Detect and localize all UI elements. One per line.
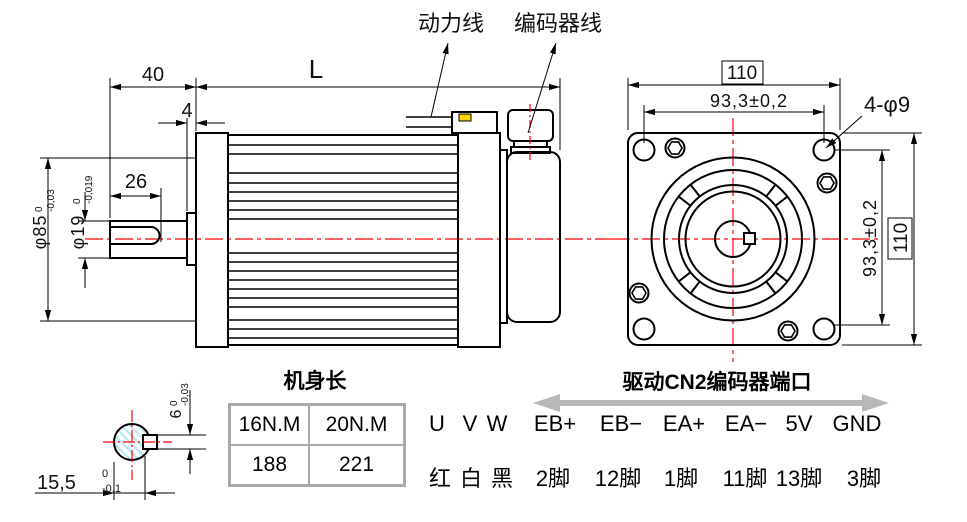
body-length-table: 16N.M 20N.M 188 221 bbox=[228, 403, 406, 487]
dim-text-26: 26 bbox=[125, 171, 147, 193]
signal-eb-minus: EB− bbox=[599, 411, 643, 436]
svg-text:φ19: φ19 bbox=[68, 215, 88, 250]
svg-text:0: 0 bbox=[102, 468, 108, 480]
dim-text-40: 40 bbox=[142, 64, 164, 86]
pin-white: 白 bbox=[459, 466, 483, 491]
motor-cooling-fins bbox=[228, 144, 458, 339]
svg-text:-0,03: -0,03 bbox=[180, 383, 191, 406]
signal-5v: 5V bbox=[785, 411, 813, 436]
rear-junction-ring bbox=[499, 149, 508, 324]
pin-2: 2脚 bbox=[535, 466, 571, 491]
svg-text:6: 6 bbox=[168, 409, 185, 418]
dim-text-155: 15,5 0 -0,1 bbox=[37, 468, 121, 495]
svg-text:-0,019: -0,019 bbox=[84, 175, 95, 204]
dim-text-110-top: 110 bbox=[727, 63, 757, 84]
power-line-label: 动力线 bbox=[418, 11, 484, 36]
svg-text:0: 0 bbox=[34, 206, 45, 212]
signal-eb-plus: EB+ bbox=[533, 411, 577, 436]
dim-text-4: 4 bbox=[181, 100, 192, 122]
dim-text-key6: 6 0 -0,03 bbox=[168, 383, 191, 419]
side-view: 动力线 编码器线 φ85 0 -0,03 φ19 0 -0,019 40 L bbox=[30, 11, 612, 348]
shaft-section-detail: 6 0 -0,03 15,5 0 -0,1 bbox=[35, 383, 206, 500]
body-length-table-title: 机身长 bbox=[283, 370, 347, 393]
signal-v: V bbox=[462, 411, 478, 436]
table-value-20nm: 221 bbox=[309, 445, 404, 485]
svg-text:15,5: 15,5 bbox=[37, 472, 76, 494]
table-value-16nm: 188 bbox=[230, 445, 309, 485]
table-header-20nm: 20N.M bbox=[309, 405, 404, 445]
svg-text:0: 0 bbox=[72, 198, 83, 204]
svg-text:93,3±0,2: 93,3±0,2 bbox=[860, 199, 880, 277]
dim-box-110-top bbox=[721, 60, 764, 85]
mounting-holes bbox=[632, 138, 836, 341]
svg-text:0: 0 bbox=[169, 400, 180, 406]
signal-gnd: GND bbox=[832, 411, 882, 436]
pin-11: 11脚 bbox=[722, 466, 768, 491]
power-line-leader bbox=[430, 42, 449, 118]
table-header-16nm: 16N.M bbox=[230, 405, 309, 445]
dim-text-dia85: φ85 0 -0,03 bbox=[30, 189, 57, 250]
holes-leader bbox=[825, 115, 863, 149]
dim-text-L: L bbox=[309, 54, 323, 84]
cn2-port-arrow bbox=[533, 394, 889, 412]
pin-3: 3脚 bbox=[846, 466, 882, 491]
svg-text:-0,03: -0,03 bbox=[46, 189, 57, 212]
signal-w: W bbox=[486, 411, 508, 436]
motor-body bbox=[227, 134, 459, 346]
cn2-port-title: 驱动CN2编码器端口 bbox=[622, 371, 812, 394]
signal-u: U bbox=[429, 411, 445, 436]
rear-housing bbox=[457, 132, 501, 348]
dim-text-110-right: 110 bbox=[891, 223, 912, 253]
encoder-line-label: 编码器线 bbox=[514, 11, 602, 36]
power-connector bbox=[451, 111, 498, 134]
signal-ea-minus: EA− bbox=[724, 411, 768, 436]
power-connector-mark bbox=[458, 113, 472, 122]
flange-outline bbox=[627, 132, 841, 346]
dim-text-933-top: 93,3±0,2 bbox=[710, 91, 788, 111]
shaft-key-front bbox=[743, 232, 756, 245]
flange-spokes bbox=[677, 183, 789, 295]
front-view: 110 93,3±0,2 4-φ9 93,3±0,2 110 bbox=[612, 60, 922, 362]
svg-text:φ85: φ85 bbox=[30, 215, 50, 250]
pilot-circles bbox=[650, 156, 816, 322]
front-flange bbox=[195, 132, 229, 348]
encoder-line-leader bbox=[527, 42, 557, 134]
pin-black: 黑 bbox=[490, 466, 514, 491]
svg-text:-0,1: -0,1 bbox=[102, 483, 121, 495]
dim-box-110-right bbox=[887, 217, 913, 260]
signal-ea-plus: EA+ bbox=[662, 411, 706, 436]
arrow-left-head bbox=[533, 394, 560, 412]
dim-text-933-right: 93,3±0,2 bbox=[860, 199, 880, 277]
pin-1: 1脚 bbox=[663, 466, 699, 491]
dim-text-4xdia9: 4-φ9 bbox=[864, 92, 910, 117]
pin-13: 13脚 bbox=[775, 466, 823, 491]
svg-text:110: 110 bbox=[891, 223, 912, 253]
dim-text-dia19: φ19 0 -0,019 bbox=[68, 175, 95, 249]
shaft-keyway-slot bbox=[110, 226, 161, 245]
pin-12: 12脚 bbox=[594, 466, 642, 491]
rear-end-cap bbox=[506, 151, 561, 323]
pin-red: 红 bbox=[428, 466, 452, 491]
arrow-right-head bbox=[862, 394, 889, 412]
